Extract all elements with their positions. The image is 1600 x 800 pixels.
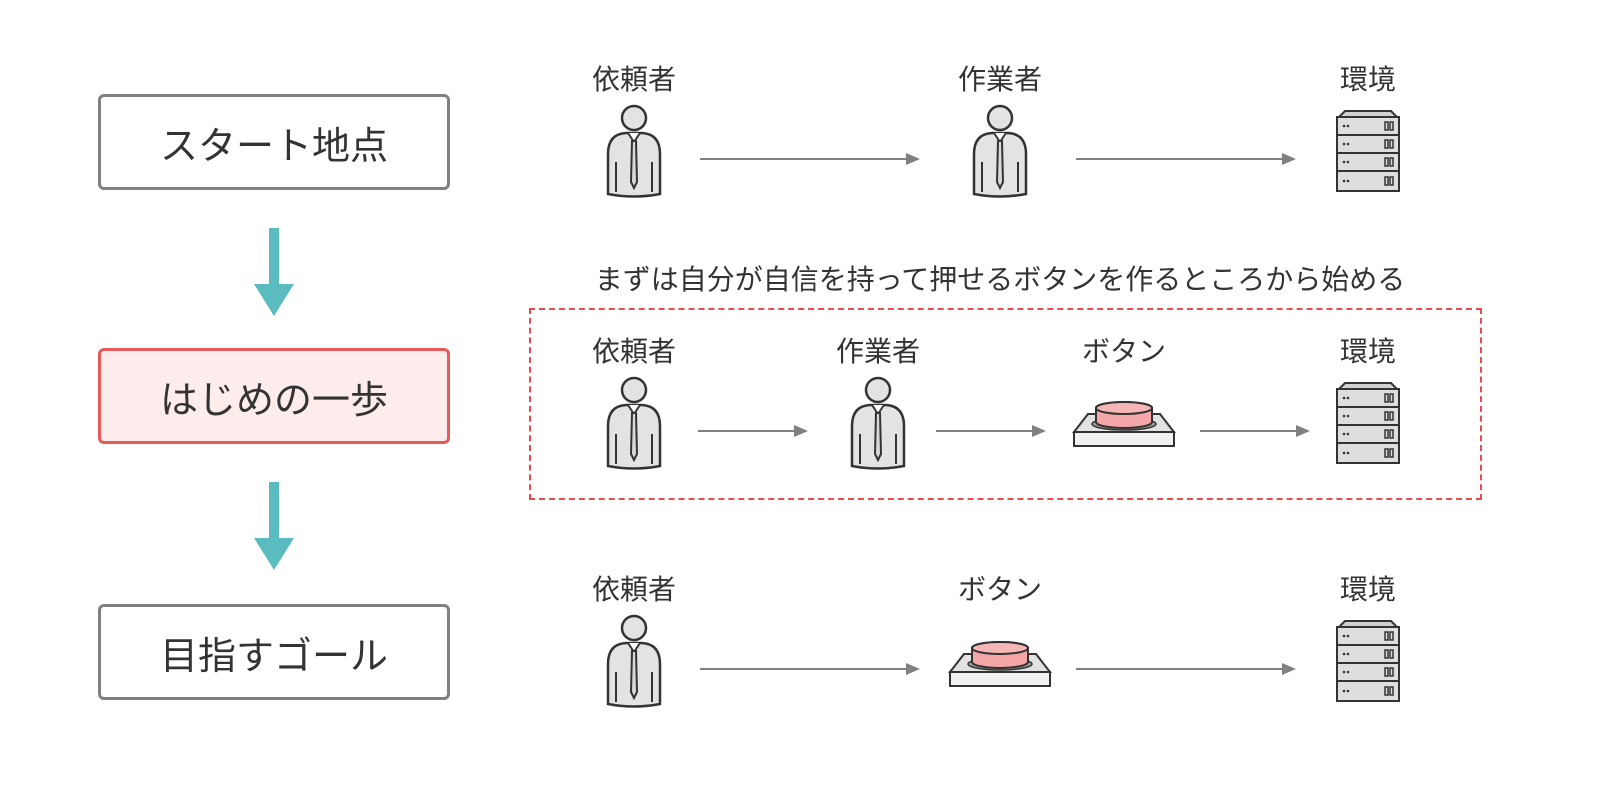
- person-icon: [846, 376, 910, 472]
- stage-start-label: スタート地点: [159, 123, 388, 168]
- stage-goal-box: 目指すゴール: [98, 604, 450, 700]
- arrow-right-icon: [1200, 425, 1310, 437]
- push-button-icon: [948, 634, 1052, 690]
- flow-down-arrow-1: [254, 228, 294, 316]
- stage-first-step-box: はじめの一歩: [98, 348, 450, 444]
- row3-button-label: ボタン: [957, 573, 1042, 606]
- person-icon: [602, 614, 666, 710]
- row2-environment-label: 環境: [1339, 335, 1396, 368]
- server-icon: [1335, 619, 1401, 705]
- stage-goal-label: 目指すゴール: [159, 633, 388, 678]
- arrow-right-icon: [700, 153, 920, 165]
- stage-start-box: スタート地点: [98, 94, 450, 190]
- row3-requester-label: 依頼者: [591, 573, 676, 606]
- row3-environment-label: 環境: [1339, 573, 1396, 606]
- person-icon: [602, 376, 666, 472]
- server-icon: [1335, 381, 1401, 467]
- arrow-right-icon: [936, 425, 1046, 437]
- server-icon: [1335, 109, 1401, 195]
- arrow-right-icon: [1076, 153, 1296, 165]
- push-button-icon: [1072, 394, 1176, 450]
- row1-environment-label: 環境: [1339, 63, 1396, 96]
- stage-first-step-label: はじめの一歩: [159, 377, 388, 422]
- row2-worker-label: 作業者: [835, 335, 920, 368]
- row1-worker-label: 作業者: [957, 63, 1042, 96]
- row2-button-label: ボタン: [1081, 335, 1166, 368]
- flow-down-arrow-2: [254, 482, 294, 570]
- first-step-frame: [529, 308, 1482, 500]
- person-icon: [968, 104, 1032, 200]
- arrow-right-icon: [700, 663, 920, 675]
- arrow-right-icon: [1076, 663, 1296, 675]
- row2-requester-label: 依頼者: [591, 335, 676, 368]
- arrow-right-icon: [698, 425, 808, 437]
- caption-text: まずは自分が自信を持って押せるボタンを作るところから始める: [594, 263, 1406, 296]
- row1-requester-label: 依頼者: [591, 63, 676, 96]
- person-icon: [602, 104, 666, 200]
